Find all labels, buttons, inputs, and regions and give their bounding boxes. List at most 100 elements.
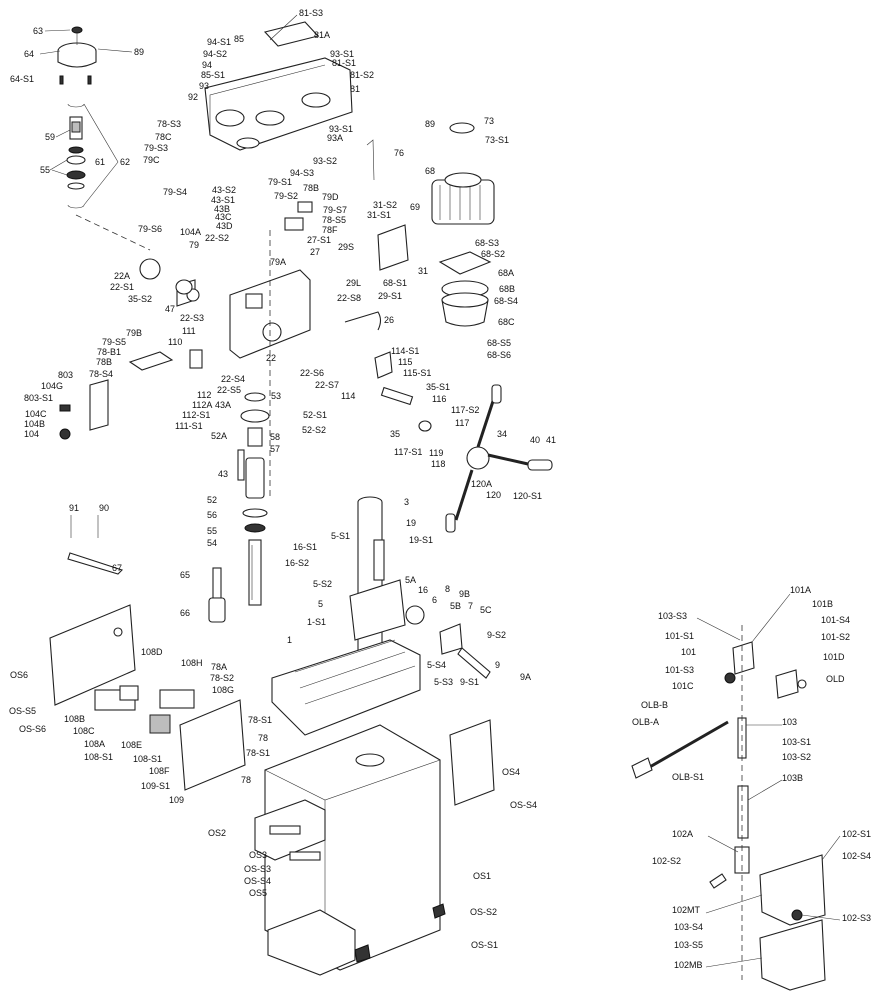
part-label: 68A	[498, 268, 514, 278]
part-label: 5B	[450, 601, 461, 611]
part-label: 29-S1	[378, 291, 402, 301]
part-label: 120-S1	[513, 491, 542, 501]
part-label: 89	[425, 119, 435, 129]
part-label: 31	[418, 266, 428, 276]
part-label: 93-S1	[330, 49, 354, 59]
part-label: 22	[266, 353, 276, 363]
part-label: 79-S1	[268, 177, 292, 187]
work-light-assembly	[631, 625, 826, 991]
part-label: 102A	[672, 829, 693, 839]
part-label: 81-S2	[350, 70, 374, 80]
part-label: 22-S3	[180, 313, 204, 323]
part-label: 58	[270, 432, 280, 442]
part-label: 7	[468, 601, 473, 611]
part-label: 8	[445, 584, 450, 594]
part-label: 53	[271, 391, 281, 401]
part-label: 112	[197, 390, 211, 400]
part-label: OLB-S1	[672, 772, 704, 782]
part-label: 114	[341, 391, 355, 401]
part-label: 68-S4	[494, 296, 518, 306]
part-label: 68-S2	[481, 249, 505, 259]
part-label: 6	[432, 595, 437, 605]
part-label: 68-S5	[487, 338, 511, 348]
part-label: 89	[134, 47, 144, 57]
part-label: 27-S1	[307, 235, 331, 245]
part-label: 73-S1	[485, 135, 509, 145]
part-label: 85	[234, 34, 244, 44]
part-label: OS-S1	[471, 940, 498, 950]
part-label: 68B	[499, 284, 515, 294]
part-label: 43D	[216, 221, 233, 231]
part-label: 43B	[214, 204, 230, 214]
part-label: 27	[310, 247, 320, 257]
part-label: 78C	[155, 132, 172, 142]
part-label: 85-S1	[201, 70, 225, 80]
part-label: OS-S2	[470, 907, 497, 917]
part-label: 52A	[211, 431, 227, 441]
part-label: 79-S3	[144, 143, 168, 153]
part-label: 65	[180, 570, 190, 580]
part-label: 101-S1	[665, 631, 694, 641]
part-label: 1-S1	[307, 617, 326, 627]
part-label: 101A	[790, 585, 811, 595]
part-label: 112-S1	[182, 410, 210, 420]
part-label: 101-S4	[821, 615, 850, 625]
part-label: 55	[207, 526, 217, 536]
part-label: 101	[681, 647, 696, 657]
part-label: 52	[207, 495, 217, 505]
part-label: 68-S3	[475, 238, 499, 248]
part-label: 115	[398, 357, 412, 367]
part-label: 43-S1	[211, 195, 235, 205]
part-label: 117-S2	[451, 405, 479, 415]
feed-shaft-assembly	[344, 311, 553, 533]
part-label: 79-S5	[102, 337, 126, 347]
part-label: 68	[425, 166, 435, 176]
part-label: 68C	[498, 317, 515, 327]
part-label: 57	[270, 444, 280, 454]
part-label: 117-S1	[394, 447, 422, 457]
part-label: 117	[455, 418, 469, 428]
part-label: 35-S2	[128, 294, 152, 304]
part-label: 78F	[322, 225, 338, 235]
leader-lines	[39, 14, 841, 968]
part-label: 79B	[126, 328, 142, 338]
part-label: 22-S7	[315, 380, 339, 390]
part-label: 115-S1	[403, 368, 431, 378]
part-label: 79A	[270, 257, 286, 267]
part-label: 43A	[215, 400, 231, 410]
part-label: 47	[165, 304, 175, 314]
part-label: 108F	[149, 766, 170, 776]
part-label: OS3	[249, 850, 267, 860]
part-label: 101C	[672, 681, 694, 691]
part-label: 108A	[84, 739, 105, 749]
part-label: 90	[99, 503, 109, 513]
part-label: 16	[418, 585, 428, 595]
part-label: 9-S2	[487, 630, 506, 640]
part-label: 9	[495, 660, 500, 670]
part-label: OS-S5	[9, 706, 36, 716]
part-label: 5	[318, 599, 323, 609]
part-label: 108H	[181, 658, 203, 668]
part-label: 103-S3	[658, 611, 687, 621]
part-label: 108-S1	[84, 752, 113, 762]
part-label: 118	[431, 459, 445, 469]
part-label: 5-S4	[427, 660, 446, 670]
part-label: 108E	[121, 740, 142, 750]
part-label: 69	[410, 202, 420, 212]
belt-guard-cover	[204, 21, 353, 151]
part-label: 22-S1	[110, 282, 134, 292]
part-label: 22-S6	[300, 368, 324, 378]
quill-assembly	[67, 392, 270, 623]
part-label: 109	[169, 795, 184, 805]
part-label: 76	[394, 148, 404, 158]
part-label: 79D	[322, 192, 339, 202]
part-label: 120A	[471, 479, 492, 489]
part-label: 78-S1	[246, 748, 270, 758]
part-label: 68-S1	[383, 278, 407, 288]
part-label: 103-S5	[674, 940, 703, 950]
part-label: 61	[95, 157, 105, 167]
part-label: OS-S3	[244, 864, 271, 874]
part-label: 78B	[303, 183, 319, 193]
part-label: 93-S2	[313, 156, 337, 166]
